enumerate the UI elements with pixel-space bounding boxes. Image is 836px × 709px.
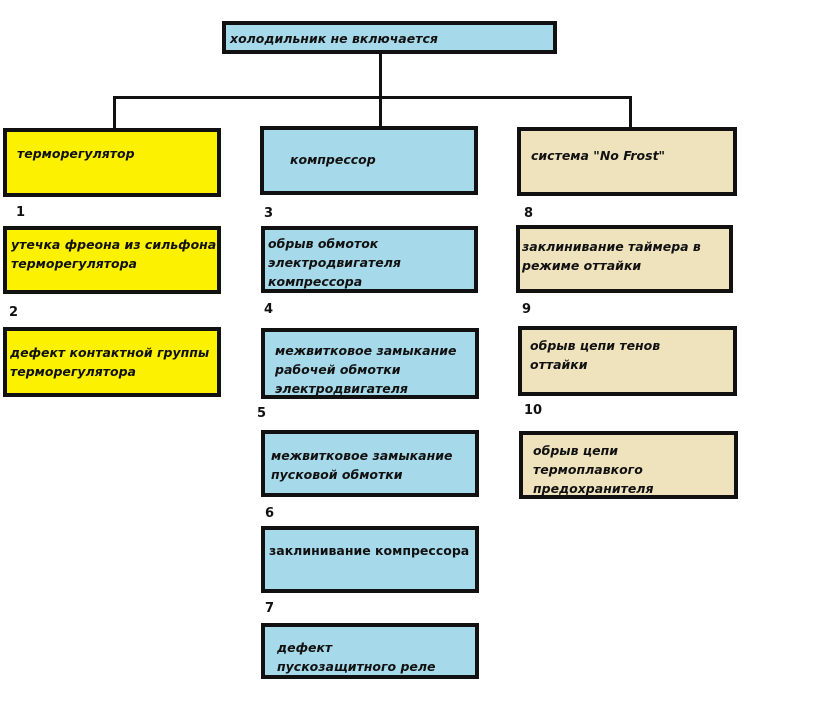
item-3-label: обрыв обмоток электродвигателя компрессо…	[268, 236, 401, 289]
item-8-label: заклинивание таймера в режиме оттайки	[522, 239, 701, 273]
item-number-9: 9	[522, 302, 532, 317]
item-number-8: 8	[524, 206, 534, 221]
branch-thermostat-label: терморегулятор	[17, 146, 135, 161]
connector-horizontal-bar	[113, 96, 632, 99]
item-7-label: дефект пускозащитного реле	[277, 640, 436, 674]
item-4: межвитковое замыкание рабочей обмотки эл…	[261, 328, 479, 399]
root-label: холодильник не включается	[230, 31, 438, 46]
item-2-label: дефект контактной группы терморегулятора	[10, 345, 210, 379]
item-7: дефект пускозащитного реле	[261, 623, 479, 679]
item-6: заклинивание компрессора	[261, 526, 479, 593]
connector-to-nofrost	[629, 96, 632, 130]
item-9: обрыв цепи тенов оттайки	[518, 326, 737, 396]
item-6-label: заклинивание компрессора	[269, 543, 470, 558]
root-node: холодильник не включается	[222, 21, 557, 54]
item-8: заклинивание таймера в режиме оттайки	[516, 225, 733, 293]
item-number-6: 6	[265, 506, 275, 521]
item-3: обрыв обмоток электродвигателя компрессо…	[261, 226, 478, 293]
item-number-3: 3	[264, 206, 274, 221]
branch-nofrost: система "No Frost"	[517, 127, 737, 196]
connector-to-thermostat	[113, 96, 116, 130]
item-10-label: обрыв цепи термоплавкого предохранителя	[533, 443, 654, 496]
item-5: межвитковое замыкание пусковой обмотки	[261, 430, 479, 497]
connector-to-compressor	[379, 96, 382, 130]
item-4-label: межвитковое замыкание рабочей обмотки эл…	[275, 343, 457, 396]
item-10: обрыв цепи термоплавкого предохранителя	[519, 431, 738, 499]
branch-compressor-label: компрессор	[290, 152, 376, 167]
item-1: утечка фреона из сильфона терморегулятор…	[3, 226, 221, 294]
item-9-label: обрыв цепи тенов оттайки	[530, 338, 661, 372]
item-number-7: 7	[265, 601, 275, 616]
branch-thermostat: терморегулятор	[3, 128, 221, 197]
item-2: дефект контактной группы терморегулятора	[3, 327, 221, 397]
connector-root-down	[379, 53, 382, 99]
item-1-label: утечка фреона из сильфона терморегулятор…	[11, 237, 217, 271]
item-number-4: 4	[264, 302, 274, 317]
branch-nofrost-label: система "No Frost"	[531, 148, 666, 163]
item-number-10: 10	[524, 403, 543, 418]
item-number-2: 2	[9, 305, 19, 320]
item-number-5: 5	[257, 406, 267, 421]
item-number-1: 1	[16, 205, 26, 220]
item-5-label: межвитковое замыкание пусковой обмотки	[271, 448, 453, 482]
branch-compressor: компрессор	[260, 126, 478, 195]
